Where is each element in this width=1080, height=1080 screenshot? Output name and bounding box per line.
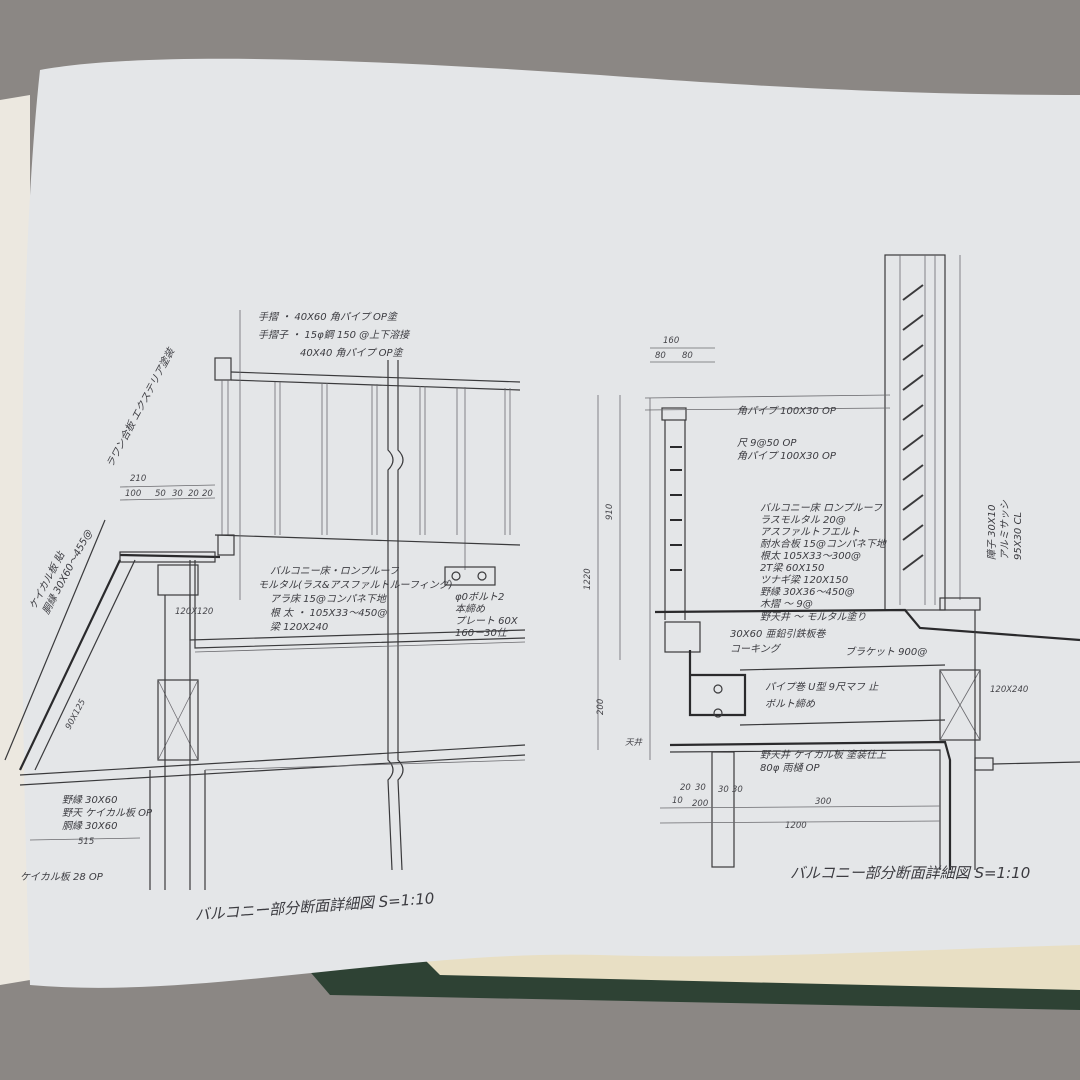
floor-note-3: アラ床 15@コンパネ下地 — [270, 593, 387, 605]
dim-10: 10 — [672, 796, 683, 806]
floor-note: 野縁 30X36～450@ — [760, 586, 855, 598]
dim-20b: 20 — [202, 489, 213, 499]
dim-300: 300 — [815, 797, 831, 807]
window-note-1: 障子 30X10 — [986, 505, 998, 560]
floor-note: バルコニー床 ロンプルーフ — [760, 502, 883, 514]
ceiling-label: 天井 — [625, 737, 644, 748]
dim-210: 210 — [130, 474, 146, 484]
dim-80a: 80 — [655, 351, 666, 361]
beam-size-label: 120X240 — [990, 685, 1028, 695]
floor-note: 耐水合板 15@コンパネ下地 — [760, 538, 887, 550]
floor-note-5: 梁 120X240 — [270, 621, 328, 633]
caulking-note: コーキング — [730, 643, 782, 655]
dim-200b: 200 — [692, 799, 708, 809]
bolt-note-3: プレート 60X — [455, 615, 519, 627]
window-note-2: アルミサッシ — [1000, 499, 1011, 560]
right-section-drawing — [597, 254, 1080, 870]
right-drawing-title: バルコニー部分断面詳細図 S=1:10 — [790, 864, 1030, 882]
dim-160: 160 — [663, 336, 679, 346]
floor-note: 木摺 ～ 9@ — [760, 598, 813, 610]
baluster-pipe-note: 40X40 角パイプ OP塗 — [300, 347, 405, 359]
bracket-note: ブラケット 900@ — [845, 646, 927, 658]
bolt-note-2: 本締め — [455, 603, 486, 615]
drawing-sheet — [21, 58, 1080, 988]
floor-note-1: バルコニー床・ロンプルーフ — [270, 565, 400, 577]
window-note-3: 95X30 CL — [1013, 512, 1024, 560]
rail-note-2: 尺 9@50 OP — [737, 438, 797, 449]
ceiling-note: 野天井 ケイカル板 塗装仕上 — [760, 749, 887, 761]
dim-50: 50 — [155, 489, 166, 499]
dim-30b: 30 — [718, 785, 729, 795]
bolt-note-4: 160－30仕 — [455, 627, 508, 639]
dim-1200: 1200 — [785, 821, 807, 831]
soffit-note-2: 野天 ケイカル板 OP — [62, 807, 153, 819]
bolt-note-1: φ0ボルト2 — [455, 591, 504, 603]
post-size-label: 120X120 — [175, 607, 213, 617]
dim-1220: 1220 — [583, 568, 593, 590]
dim-20: 20 — [680, 783, 691, 793]
dim-80b: 80 — [682, 351, 693, 361]
right-floor-notes: バルコニー床 ロンプルーフ ラスモルタル 20@ アスファルトフエルト 耐水合板… — [760, 502, 887, 623]
rail-note-3: 角パイプ 100X30 OP — [737, 450, 837, 462]
floor-note: 野天井 ～ モルタル塗り — [760, 611, 866, 623]
flashing-note: 30X60 亜鉛引鉄板巻 — [730, 628, 826, 640]
soffit-note-3: 胴縁 30X60 — [62, 820, 117, 832]
baluster-note: 手摺子 ・ 15φ鋼 150 @上下溶接 — [258, 329, 411, 341]
floor-note: 2T梁 60X150 — [760, 562, 824, 574]
fascia-note: ケイカル板 28 OP — [20, 871, 104, 883]
floor-note: ラスモルタル 20@ — [760, 514, 846, 526]
floor-note-4: 根 太 ・ 105X33～450@ — [270, 607, 387, 619]
floor-note: アスファルトフエルト — [760, 527, 860, 538]
soffit-note-1: 野縁 30X60 — [62, 794, 117, 806]
floor-note: 根太 105X33～300@ — [760, 550, 861, 562]
left-section-drawing — [4, 310, 526, 890]
dim-200: 200 — [596, 699, 606, 715]
floor-note-2: モルタル(ラス&アスファルトルーフィング) — [258, 579, 453, 591]
dim-910: 910 — [605, 504, 615, 520]
pipe-note: パイプ巻 U型 9尺マフ 止 — [765, 681, 879, 693]
floor-note: ツナギ梁 120X150 — [760, 574, 848, 586]
gutter-note: 80φ 雨樋 OP — [760, 762, 821, 774]
dim-20a: 20 — [188, 489, 199, 499]
dim-515: 515 — [78, 837, 94, 847]
bolt-note: ボルト締め — [765, 698, 816, 710]
dim-100: 100 — [125, 489, 141, 499]
handrail-note: 手摺 ・ 40X60 角パイプ OP塗 — [258, 311, 399, 323]
dim-30a: 30 — [695, 783, 706, 793]
dim-30c: 30 — [732, 785, 743, 795]
rail-note-1: 角パイプ 100X30 OP — [737, 405, 837, 417]
dim-30: 30 — [172, 489, 183, 499]
